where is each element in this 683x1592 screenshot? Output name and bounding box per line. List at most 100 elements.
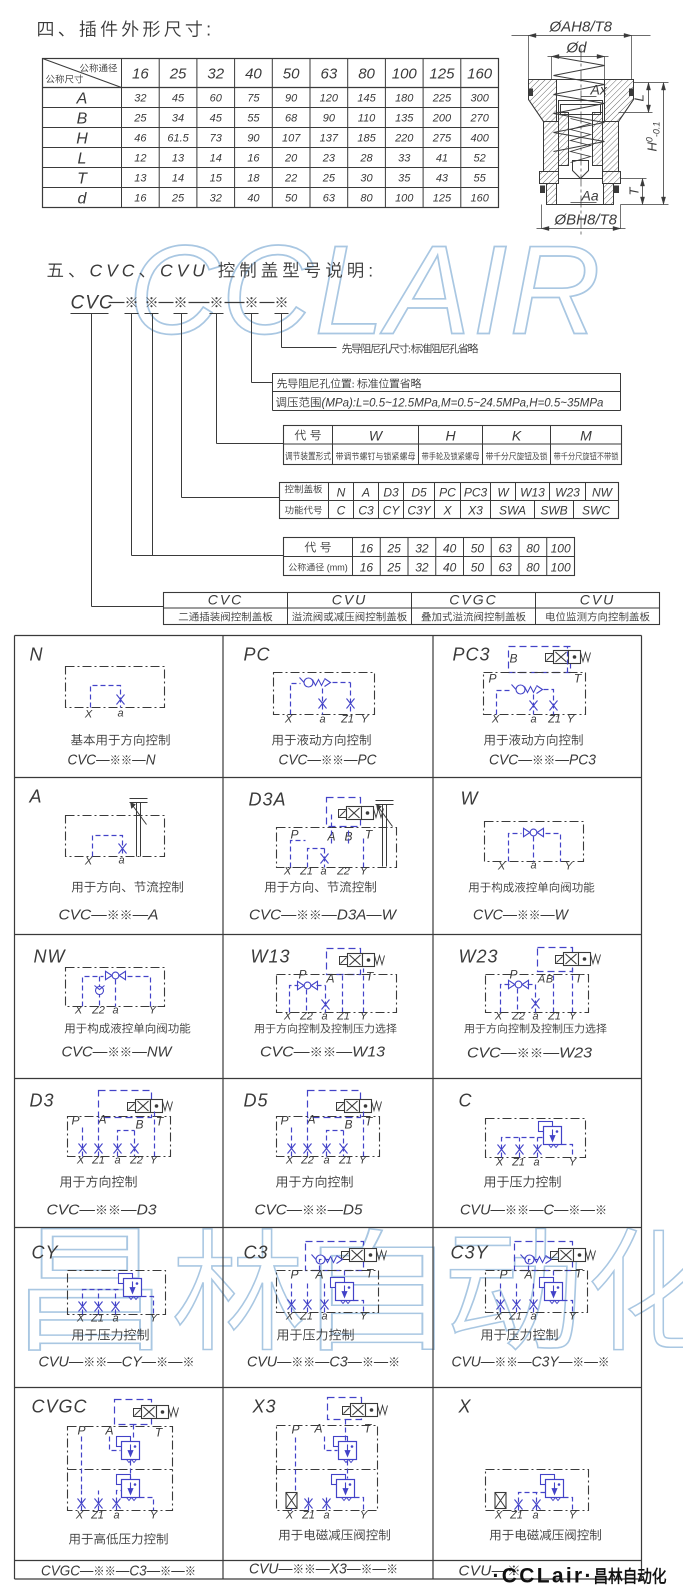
svg-text:P: P <box>290 1268 298 1282</box>
svg-text:80: 80 <box>526 561 540 575</box>
svg-text:PC: PC <box>439 486 456 500</box>
svg-text:用于液动方向控制: 用于液动方向控制 <box>271 730 371 749</box>
svg-text:Z2: Z2 <box>511 1011 525 1023</box>
svg-text:A: A <box>326 830 335 844</box>
svg-text:137: 137 <box>320 133 339 145</box>
svg-text:化: 化 <box>586 1185 683 1378</box>
svg-text:X: X <box>84 856 93 868</box>
svg-text:CVC—※※—D3A—W: CVC—※※—D3A—W <box>249 905 398 924</box>
svg-text:120: 120 <box>320 93 339 105</box>
svg-text:T: T <box>366 1267 375 1281</box>
svg-text:a: a <box>532 1510 538 1522</box>
svg-text:林: 林 <box>171 1188 306 1378</box>
svg-text:Y: Y <box>567 714 575 726</box>
svg-text:Z2: Z2 <box>336 866 350 878</box>
svg-text:61.5: 61.5 <box>167 133 189 145</box>
svg-text:P: P <box>290 828 298 842</box>
svg-text:SWA: SWA <box>499 504 526 518</box>
svg-text:ØAH8/T8: ØAH8/T8 <box>549 19 613 36</box>
svg-text:X: X <box>283 1011 292 1023</box>
svg-text:d: d <box>78 191 88 208</box>
svg-text:20: 20 <box>284 153 298 165</box>
svg-text:220: 220 <box>394 133 414 145</box>
svg-text:用于方向控制: 用于方向控制 <box>59 1172 137 1191</box>
svg-text:W: W <box>461 789 480 809</box>
svg-text:动: 动 <box>443 1183 585 1378</box>
svg-text:80: 80 <box>526 542 540 556</box>
svg-text:D5: D5 <box>411 486 427 500</box>
svg-text:a: a <box>320 866 326 878</box>
svg-text:CVC—※※—N: CVC—※※—N <box>68 750 156 769</box>
svg-text:A: A <box>325 972 334 986</box>
svg-text:P: P <box>280 1114 288 1128</box>
svg-text:CVGC—※※—C3—※—※: CVGC—※※—C3—※—※ <box>41 1561 196 1580</box>
svg-text:63: 63 <box>323 193 336 205</box>
svg-text:H0-0.1: H0-0.1 <box>645 122 662 152</box>
svg-text:16: 16 <box>247 153 260 165</box>
svg-text:Aa: Aa <box>581 188 599 204</box>
svg-text:调压范围(MPa):L=0.5~12.5MPa,M=0.5~: 调压范围(MPa):L=0.5~12.5MPa,M=0.5~24.5MPa,H=… <box>276 395 604 411</box>
svg-text:A: A <box>306 1113 315 1127</box>
svg-text:25: 25 <box>386 542 401 556</box>
svg-text:CVC—※※—W23: CVC—※※—W23 <box>467 1043 593 1062</box>
svg-text:Z2: Z2 <box>129 1155 143 1167</box>
svg-text:135: 135 <box>395 113 414 125</box>
svg-text:CVC—※※—D5: CVC—※※—D5 <box>255 1200 364 1219</box>
svg-text:CVU—※※—C—※—※: CVU—※※—C—※—※ <box>460 1200 607 1219</box>
svg-text:D3A: D3A <box>249 790 287 810</box>
svg-text:带调节螺钉与锁紧螺母: 带调节螺钉与锁紧螺母 <box>336 450 416 463</box>
svg-text:145: 145 <box>357 93 376 105</box>
svg-text:H: H <box>445 428 456 444</box>
svg-text:NW: NW <box>592 486 614 500</box>
svg-text:C3Y: C3Y <box>407 504 431 518</box>
svg-text:X: X <box>458 1397 472 1417</box>
svg-text:D3: D3 <box>383 486 399 500</box>
svg-text:X: X <box>84 709 93 721</box>
svg-text:※: ※ <box>174 293 188 313</box>
svg-text:调节装置形式: 调节装置形式 <box>285 449 331 463</box>
svg-text:Y: Y <box>569 1311 577 1323</box>
svg-text:X: X <box>284 714 293 726</box>
svg-text:40: 40 <box>245 66 262 83</box>
svg-text:30: 30 <box>360 173 373 185</box>
svg-text:SWC: SWC <box>582 504 610 518</box>
svg-text:Y: Y <box>150 1313 158 1325</box>
svg-text:a: a <box>321 1011 327 1023</box>
svg-text:P: P <box>298 968 306 982</box>
svg-text:25: 25 <box>171 193 185 205</box>
svg-text:A: A <box>76 91 88 108</box>
svg-text:a: a <box>112 1005 118 1017</box>
svg-text:B: B <box>546 974 553 986</box>
svg-text:B: B <box>344 1118 352 1132</box>
svg-text:功能代号: 功能代号 <box>284 503 322 517</box>
svg-text:13: 13 <box>172 153 185 165</box>
svg-text:Z1: Z1 <box>336 1011 350 1023</box>
svg-text:a: a <box>532 1011 538 1023</box>
svg-text:先导阻尼孔位置: 标准位置省略: 先导阻尼孔位置: 标准位置省略 <box>277 376 422 392</box>
svg-text:CVC—※※—D3: CVC—※※—D3 <box>47 1200 158 1219</box>
svg-text:CVC: CVC <box>71 293 114 314</box>
svg-text:用于压力控制: 用于压力控制 <box>71 1325 149 1344</box>
svg-text:P: P <box>499 1268 507 1282</box>
svg-text:55: 55 <box>247 113 260 125</box>
svg-text:125: 125 <box>433 193 452 205</box>
svg-text:昌: 昌 <box>10 1180 171 1380</box>
svg-text:a: a <box>319 714 325 726</box>
svg-text:X: X <box>497 861 506 873</box>
svg-text:用于压力控制: 用于压力控制 <box>480 1325 558 1344</box>
svg-text:Y: Y <box>569 1011 577 1023</box>
svg-text:PC3: PC3 <box>453 645 491 665</box>
svg-text:a: a <box>323 1510 329 1522</box>
svg-text:NW: NW <box>34 947 67 967</box>
svg-text:a: a <box>321 1311 327 1323</box>
svg-text:63: 63 <box>498 561 512 575</box>
svg-text:40: 40 <box>247 193 260 205</box>
svg-text:T: T <box>366 970 375 984</box>
svg-text:T: T <box>364 1422 373 1436</box>
svg-text:X: X <box>285 1311 294 1323</box>
svg-text:33: 33 <box>398 153 411 165</box>
svg-text:100: 100 <box>551 542 571 556</box>
svg-text:50: 50 <box>471 561 485 575</box>
svg-text:80: 80 <box>360 193 373 205</box>
svg-text:Z1: Z1 <box>338 1155 352 1167</box>
